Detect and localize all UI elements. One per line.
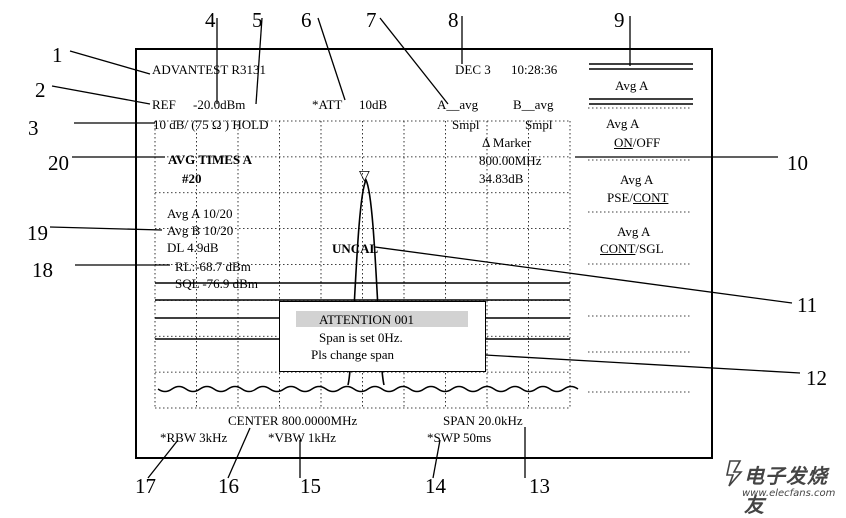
softkey-3-title[interactable]: Avg A: [617, 224, 651, 239]
callout-leader-lines: [49, 16, 801, 479]
callout-19: 19: [27, 221, 48, 245]
callout-15: 15: [300, 474, 321, 498]
callout-9: 9: [614, 8, 625, 32]
time-label: 10:28:36: [511, 62, 558, 77]
callout-leader: [51, 85, 151, 105]
rbw-label: *RBW 3kHz: [160, 430, 228, 445]
callout-1: 1: [52, 43, 63, 67]
callout-12: 12: [806, 366, 827, 390]
callout-5: 5: [252, 8, 263, 32]
softkey-3-sgl: /SGL: [635, 241, 664, 256]
att-label: *ATT: [312, 97, 343, 112]
reference-level-label: RL:-68.7 dBm: [175, 259, 251, 274]
smpl-a-label: Smpl: [452, 117, 480, 132]
watermark-brand: 电子发烧友: [744, 464, 828, 517]
callout-leader: [374, 246, 793, 304]
brand-label: ADVANTEST R3131: [152, 62, 267, 77]
callout-leader: [227, 427, 251, 479]
callout-leader: [49, 226, 163, 231]
callout-11: 11: [797, 293, 818, 317]
trace-b-mode: B__avg: [513, 97, 554, 112]
softkey-1-title[interactable]: Avg A: [606, 116, 640, 131]
ref-value: -20.0dBm: [193, 97, 246, 112]
span-label: SPAN 20.0kHz: [443, 413, 523, 428]
callout-16: 16: [218, 474, 239, 498]
uncal-indicator: UNCAL: [332, 241, 379, 256]
marker-level: 34.83dB: [479, 171, 524, 186]
softkey-1-off: /OFF: [632, 135, 661, 150]
dialog-title: ATTENTION 001: [319, 312, 414, 327]
avg-a-progress: Avg A 10/20: [167, 206, 233, 221]
trace-a-mode: A__avg: [437, 97, 479, 112]
softkey-2-title[interactable]: Avg A: [620, 172, 654, 187]
softkey-2-state[interactable]: PSE/CONT: [607, 191, 668, 204]
callout-14: 14: [425, 474, 446, 498]
display-line-label: DL 4.9dB: [167, 240, 219, 255]
softkey-1-state[interactable]: ON/OFF: [614, 136, 660, 149]
callout-3: 3: [28, 116, 39, 140]
callout-18: 18: [32, 258, 53, 282]
marker-label: Δ Marker: [482, 135, 532, 150]
softkey-2-cont: CONT: [633, 190, 669, 205]
callout-leader: [147, 439, 179, 479]
softkey-2-pse: PSE/: [607, 190, 634, 205]
callout-2: 2: [35, 78, 46, 102]
callout-7: 7: [366, 8, 377, 32]
avg-times-label: AVG TIMES A: [168, 152, 253, 167]
callout-leader: [317, 17, 346, 101]
watermark-logo-icon: [726, 460, 743, 487]
ref-label: REF: [152, 97, 176, 112]
squelch-level-label: SQL -76.9 dBm: [175, 276, 258, 291]
softkey-menu-title: Avg A: [615, 78, 649, 93]
marker-frequency: 800.00MHz: [479, 153, 542, 168]
att-value: 10dB: [359, 97, 388, 112]
callout-leader: [432, 439, 441, 479]
marker-triangle-icon: ▽: [359, 169, 370, 184]
callout-17: 17: [135, 474, 156, 498]
callout-13: 13: [529, 474, 550, 498]
softkey-1-on: ON: [614, 135, 633, 150]
callout-6: 6: [301, 8, 312, 32]
callout-8: 8: [448, 8, 459, 32]
center-frequency-label: CENTER 800.0000MHz: [228, 413, 358, 428]
softkey-3-cont: CONT: [600, 241, 636, 256]
date-label: DEC 3: [455, 62, 491, 77]
sweep-time-label: *SWP 50ms: [427, 430, 492, 445]
scale-label: 10 dB/ (75 Ω ) HOLD: [153, 117, 269, 132]
dialog-message-line-1: Span is set 0Hz.: [319, 330, 403, 345]
softkey-3-state[interactable]: CONT/SGL: [600, 242, 664, 255]
analyzer-screen-frame: [135, 48, 713, 459]
callout-leader: [255, 17, 263, 105]
dialog-message-line-2: Pls change span: [311, 347, 395, 362]
callout-10: 10: [787, 151, 808, 175]
smpl-b-label: Smpl: [525, 117, 553, 132]
callout-leader: [484, 354, 801, 374]
callout-20: 20: [48, 151, 69, 175]
site-watermark: 电子发烧友 www.elecfans.com: [724, 458, 836, 517]
vbw-label: *VBW 1kHz: [268, 430, 337, 445]
watermark-url: www.elecfans.com: [742, 488, 836, 499]
noise-floor-trace: [157, 385, 579, 393]
callout-leader: [379, 17, 449, 105]
dialog-title-bar: [296, 311, 468, 327]
callout-4: 4: [205, 8, 216, 32]
avg-count-label: #20: [182, 171, 202, 186]
avg-b-progress: Avg B 10/20: [167, 223, 234, 238]
